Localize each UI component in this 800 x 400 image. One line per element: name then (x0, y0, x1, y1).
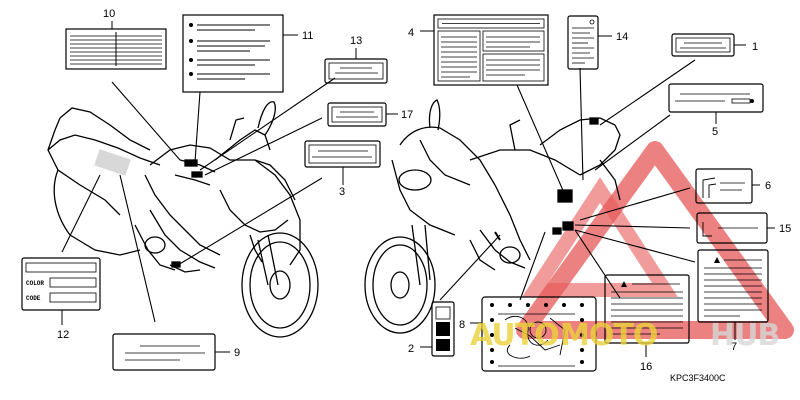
watermark-logo (516, 141, 794, 339)
label-10 (65, 28, 167, 70)
callout-15: 15 (779, 223, 791, 235)
callout-2: 2 (408, 343, 414, 355)
label-14 (567, 15, 599, 70)
watermark-moto: MOTO (560, 318, 657, 353)
callout-12: 12 (57, 329, 69, 341)
callout-3: 3 (339, 186, 345, 198)
callout-17: 17 (401, 109, 413, 121)
diagram-code: KPC3F3400C (670, 373, 726, 383)
callout-4: 4 (408, 27, 414, 39)
label-16 (604, 274, 690, 344)
label-3 (304, 140, 381, 168)
callout-10: 10 (103, 8, 115, 20)
callout-9: 9 (234, 347, 240, 359)
label-6 (695, 168, 753, 204)
label-17 (327, 102, 387, 127)
label-13 (324, 58, 388, 84)
label-2 (431, 301, 455, 357)
callout-5: 5 (712, 126, 718, 138)
callout-leaders (61, 21, 775, 357)
callout-8: 8 (459, 319, 465, 331)
callout-16: 16 (640, 361, 652, 373)
callout-14: 14 (616, 31, 628, 43)
callout-11: 11 (302, 30, 313, 42)
leader-lines (61, 59, 696, 323)
label-5 (668, 83, 764, 113)
label-12: COLOR CODE (21, 257, 101, 311)
label-1 (671, 33, 735, 57)
watermark-text: AUTO MOTO HUB (470, 318, 780, 353)
callout-numbers: 1 2 3 4 5 6 7 8 9 10 11 12 13 14 15 16 1… (57, 8, 791, 373)
label-11 (182, 14, 284, 93)
right-motorcycle-drawing (364, 99, 621, 334)
callout-1: 1 (752, 41, 758, 53)
callout-6: 6 (765, 180, 771, 192)
left-motorcycle-drawing (47, 101, 319, 338)
label-4 (433, 14, 549, 86)
label-8 (481, 296, 597, 372)
code-field-label: CODE (26, 295, 41, 302)
watermark-hub: HUB (710, 318, 779, 353)
label-9 (112, 333, 216, 371)
color-field-label: COLOR (26, 280, 44, 287)
label-7 (697, 249, 769, 323)
watermark-auto: AUTO (470, 318, 559, 353)
callout-13: 13 (350, 35, 362, 47)
callout-7: 7 (731, 341, 737, 353)
